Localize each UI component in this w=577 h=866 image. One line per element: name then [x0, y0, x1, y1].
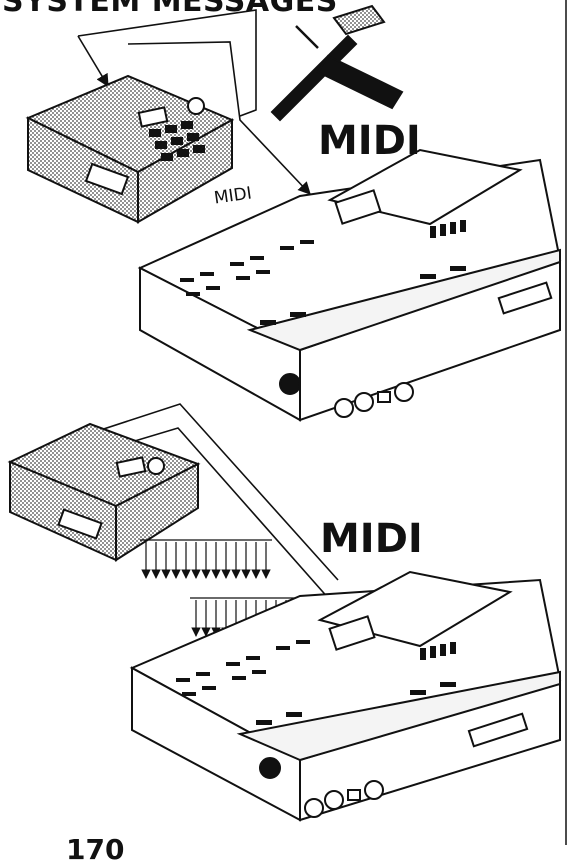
tools-icon — [272, 6, 402, 120]
midi-label-top: MIDI — [318, 118, 421, 164]
midi-label-bottom: MIDI — [320, 516, 423, 562]
midi-data-arrows-left — [140, 540, 272, 578]
page-number: 170 — [66, 833, 124, 866]
small-sequencer-device-top — [28, 76, 232, 222]
synthesizer-keyboard-top — [140, 150, 560, 420]
